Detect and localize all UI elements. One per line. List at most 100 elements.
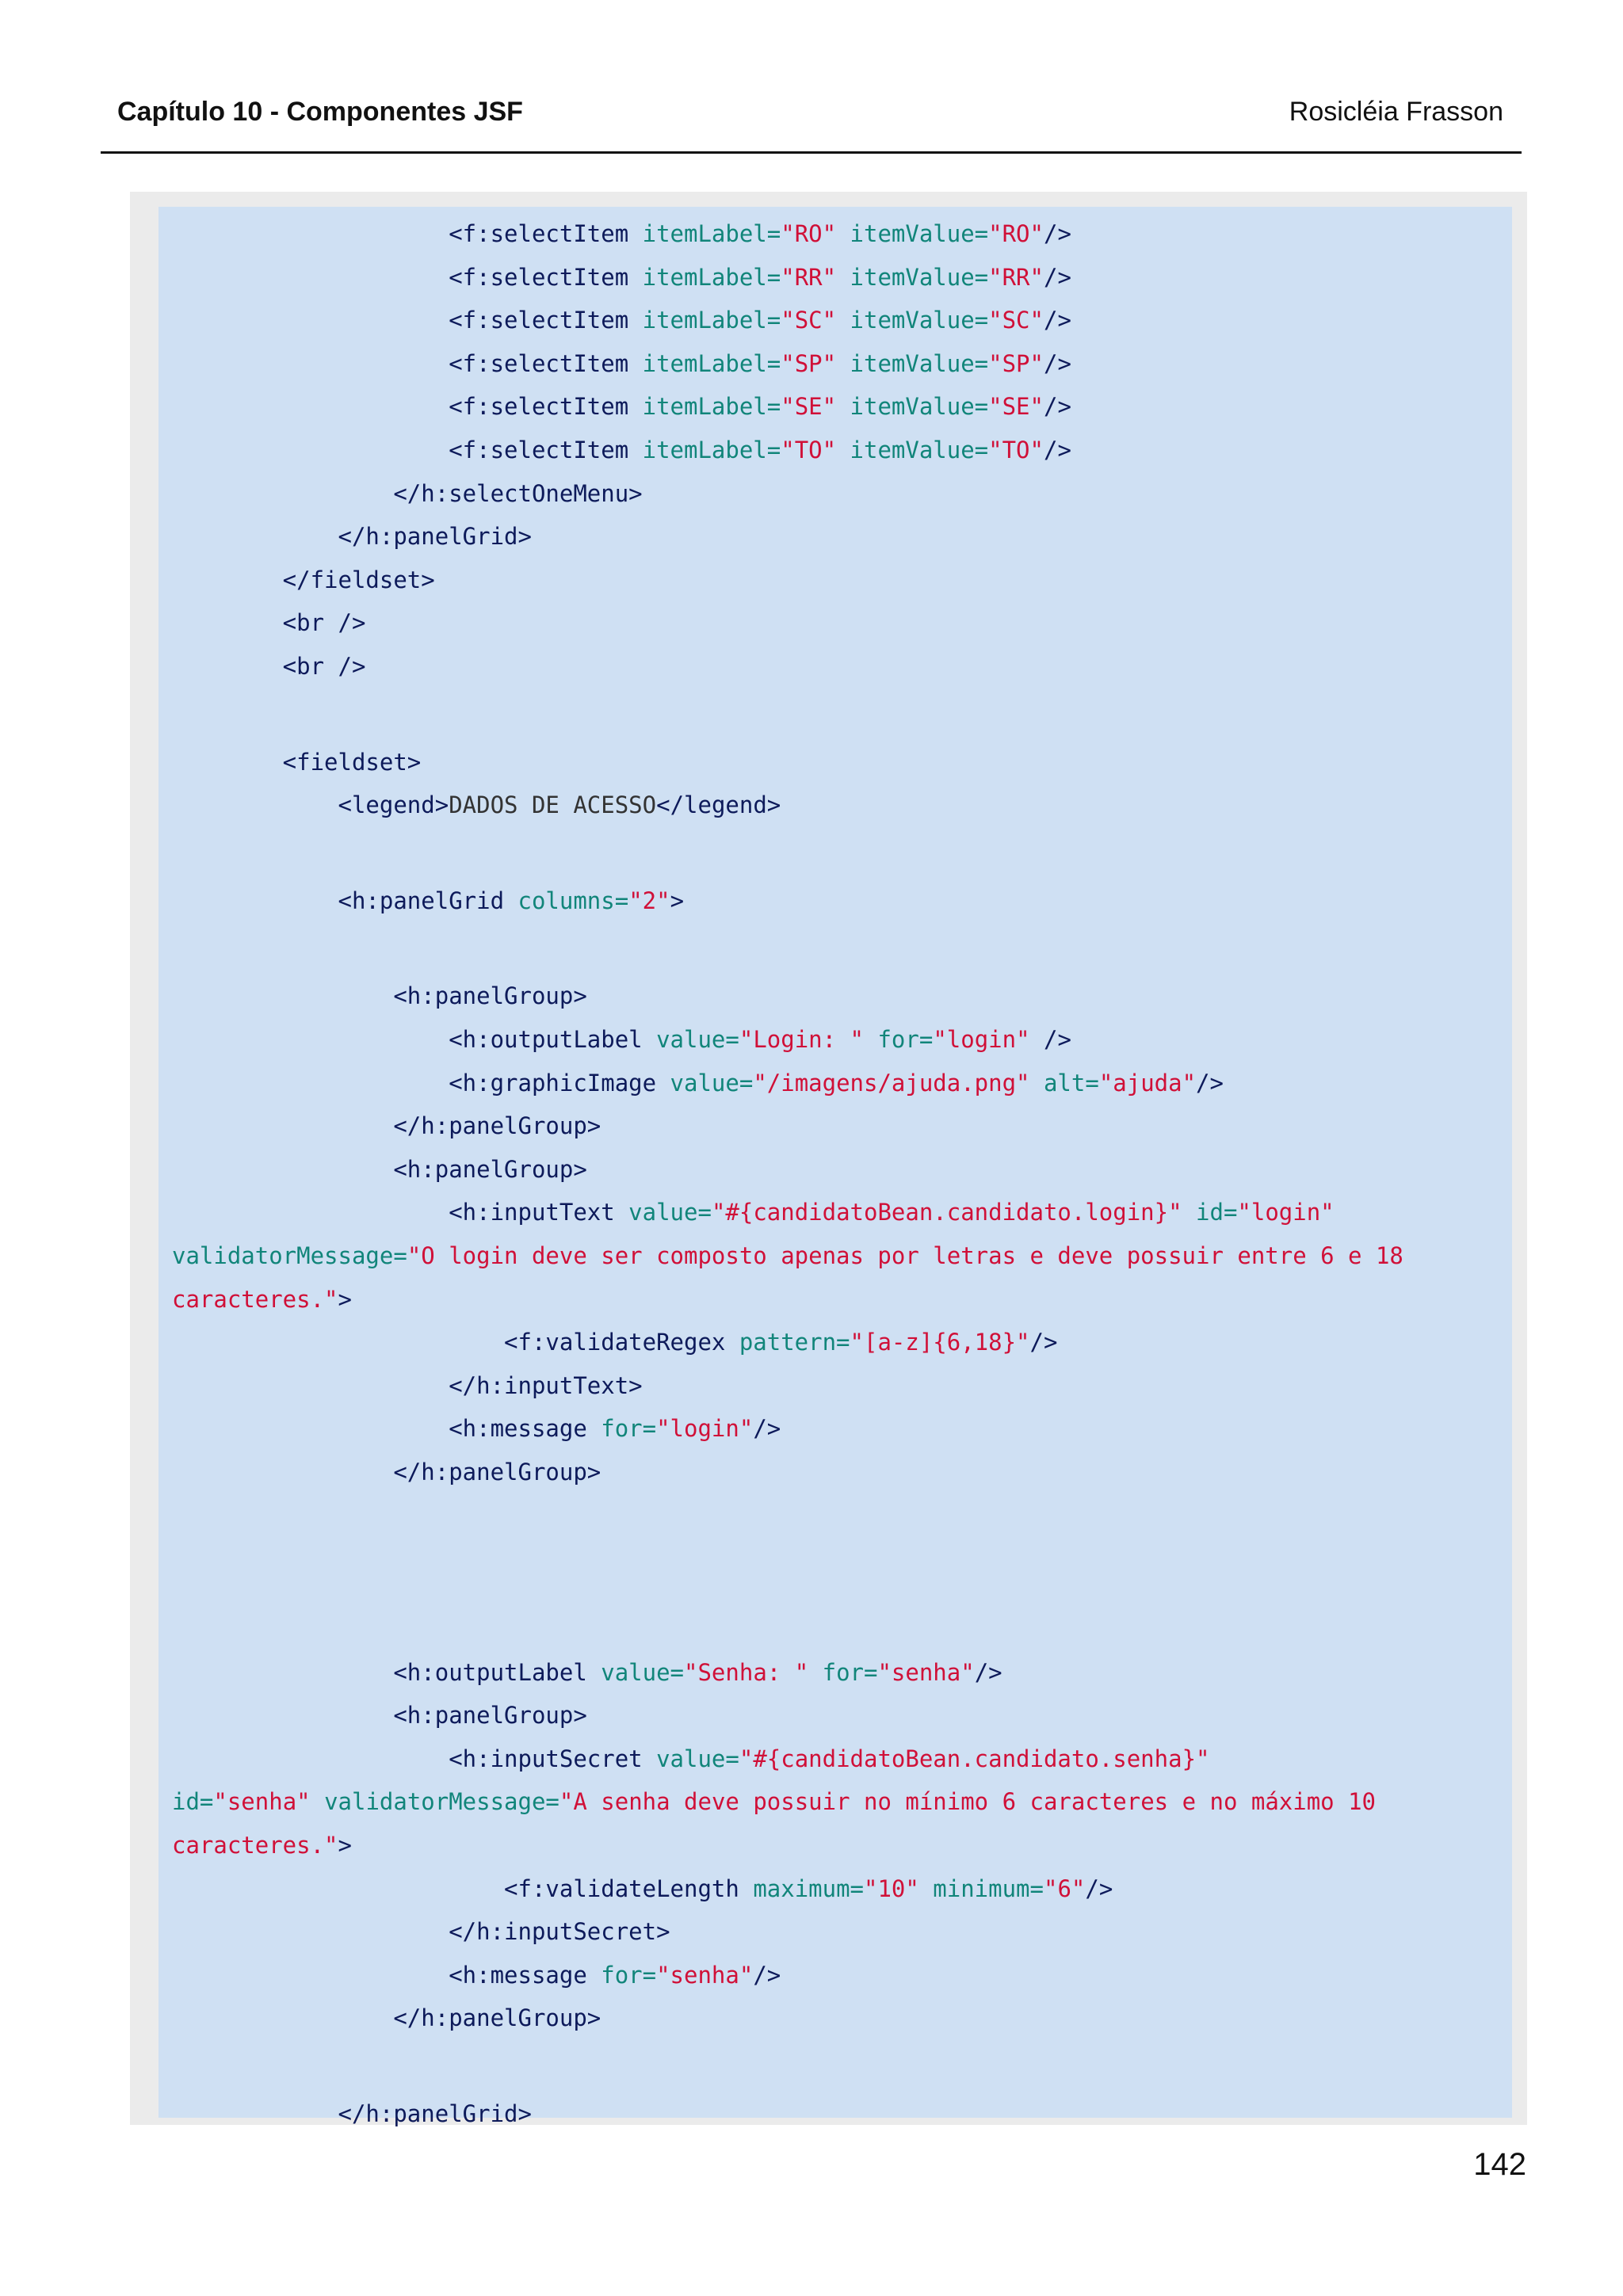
code-token: <br />	[172, 609, 366, 637]
code-token: alt=	[1029, 1069, 1099, 1097]
code-token: itemLabel=	[642, 263, 781, 291]
code-line: <legend>DADOS DE ACESSO</legend>	[172, 789, 781, 821]
code-token: />	[974, 1658, 1002, 1686]
code-line: <br />	[172, 650, 366, 682]
code-token: />	[753, 1415, 781, 1443]
code-token: />	[1029, 1026, 1071, 1053]
code-line: </h:panelGroup>	[172, 1456, 601, 1488]
code-token: </legend>	[656, 791, 781, 819]
code-token: value=	[670, 1069, 754, 1097]
code-token: <f:selectItem	[172, 307, 643, 334]
code-token: "SE"	[988, 393, 1044, 421]
code-line: </h:panelGrid>	[172, 2098, 532, 2130]
code-token: </h:panelGroup>	[172, 1459, 601, 1486]
code-line: <f:validateRegex pattern="[a-z]{6,18}"/>	[172, 1326, 1057, 1358]
code-token: />	[1043, 437, 1071, 463]
code-token: "senha"	[877, 1658, 975, 1686]
code-token: <h:message	[172, 1961, 601, 1989]
code-token: "SP"	[988, 349, 1044, 377]
code-token: caracteres."	[172, 1285, 338, 1313]
code-line: <f:selectItem itemLabel="RO" itemValue="…	[172, 218, 1071, 250]
code-token: id=	[1182, 1199, 1238, 1226]
code-line: </fieldset>	[172, 564, 435, 596]
code-line: <h:message for="login"/>	[172, 1413, 781, 1444]
code-token: <h:message	[172, 1415, 601, 1443]
code-line: <f:validateLength maximum="10" minimum="…	[172, 1873, 1113, 1905]
code-line: <h:panelGroup>	[172, 1699, 587, 1731]
code-token: "RO"	[781, 220, 837, 247]
code-token: />	[1043, 220, 1071, 247]
code-token: itemValue=	[836, 437, 989, 463]
code-token: />	[1196, 1069, 1224, 1097]
code-token: "#{candidatoBean.candidato.login}"	[711, 1199, 1182, 1226]
code-token: />	[1043, 307, 1071, 334]
code-line: id="senha" validatorMessage="A senha dev…	[172, 1786, 1376, 1817]
code-token: "#{candidatoBean.candidato.senha}"	[739, 1745, 1210, 1772]
code-token: <f:selectItem	[172, 349, 643, 377]
code-token: itemLabel=	[642, 220, 781, 247]
code-token: "TO"	[988, 437, 1044, 463]
header-divider	[101, 151, 1522, 154]
code-line: <br />	[172, 607, 366, 639]
code-token: <f:selectItem	[172, 393, 643, 421]
code-token: <h:inputSecret	[172, 1745, 657, 1772]
code-token: validatorMessage=	[310, 1788, 559, 1816]
code-token: />	[1043, 263, 1071, 291]
code-token: <h:panelGroup>	[172, 1702, 587, 1730]
code-line: <f:selectItem itemLabel="SP" itemValue="…	[172, 348, 1071, 379]
code-token: "SC"	[781, 307, 837, 334]
code-line: </h:inputText>	[172, 1370, 642, 1402]
code-line: </h:panelGrid>	[172, 521, 532, 552]
code-line: </h:panelGroup>	[172, 1110, 601, 1142]
code-line: validatorMessage="O login deve ser compo…	[172, 1240, 1403, 1272]
code-token: <f:selectItem	[172, 220, 643, 247]
code-token: "O login deve ser composto apenas por le…	[407, 1242, 1403, 1269]
code-token: itemLabel=	[642, 349, 781, 377]
code-token: </fieldset>	[172, 566, 435, 593]
code-line: <f:selectItem itemLabel="TO" itemValue="…	[172, 434, 1071, 466]
code-token: <legend>	[172, 791, 449, 819]
code-token: <h:outputLabel	[172, 1026, 657, 1053]
code-line: </h:selectOneMenu>	[172, 478, 643, 509]
code-token: value=	[656, 1745, 739, 1772]
code-token: itemLabel=	[642, 393, 781, 421]
code-token: "login"	[933, 1026, 1030, 1053]
code-token: <h:graphicImage	[172, 1069, 670, 1097]
code-token: <h:panelGroup>	[172, 1155, 587, 1183]
code-token: for=	[601, 1961, 657, 1989]
code-token: for=	[808, 1658, 878, 1686]
code-token: "RR"	[988, 263, 1044, 291]
code-token: <h:outputLabel	[172, 1658, 601, 1686]
code-token: "/imagens/ajuda.png"	[753, 1069, 1030, 1097]
code-token: for=	[601, 1415, 657, 1443]
code-token: itemLabel=	[642, 307, 781, 334]
code-token: </h:selectOneMenu>	[172, 479, 643, 507]
page-header: Capítulo 10 - Componentes JSF Rosicléia …	[101, 89, 1519, 139]
code-token: "RR"	[781, 263, 837, 291]
code-token: <h:panelGrid	[172, 887, 518, 914]
code-token: "senha"	[656, 1961, 754, 1989]
code-token: <f:selectItem	[172, 263, 643, 291]
code-token: </h:panelGroup>	[172, 1112, 601, 1140]
author-name: Rosicléia Frasson	[1289, 97, 1503, 127]
code-token: validatorMessage=	[172, 1242, 407, 1269]
code-line: <h:outputLabel value="Login: " for="logi…	[172, 1024, 1071, 1055]
code-line: caracteres.">	[172, 1829, 352, 1861]
code-token: <f:selectItem	[172, 437, 643, 463]
code-token: "10"	[864, 1875, 919, 1902]
code-token: <f:validateRegex	[172, 1329, 739, 1356]
code-token: <fieldset>	[172, 748, 422, 776]
code-token: <h:panelGroup>	[172, 982, 587, 1010]
code-line: <h:message for="senha"/>	[172, 1959, 781, 1991]
code-token: itemValue=	[836, 393, 989, 421]
code-line: <h:panelGrid columns="2">	[172, 885, 685, 917]
code-token: "A senha deve possuir no mínimo 6 caract…	[559, 1788, 1376, 1816]
code-line: <h:panelGroup>	[172, 980, 587, 1012]
code-token: minimum=	[918, 1875, 1044, 1902]
code-token: >	[338, 1285, 352, 1313]
code-token: <br />	[172, 653, 366, 680]
code-token: </h:panelGrid>	[172, 523, 532, 551]
code-token: "Senha: "	[684, 1658, 809, 1686]
code-token: itemValue=	[836, 263, 989, 291]
code-token: />	[753, 1961, 781, 1989]
